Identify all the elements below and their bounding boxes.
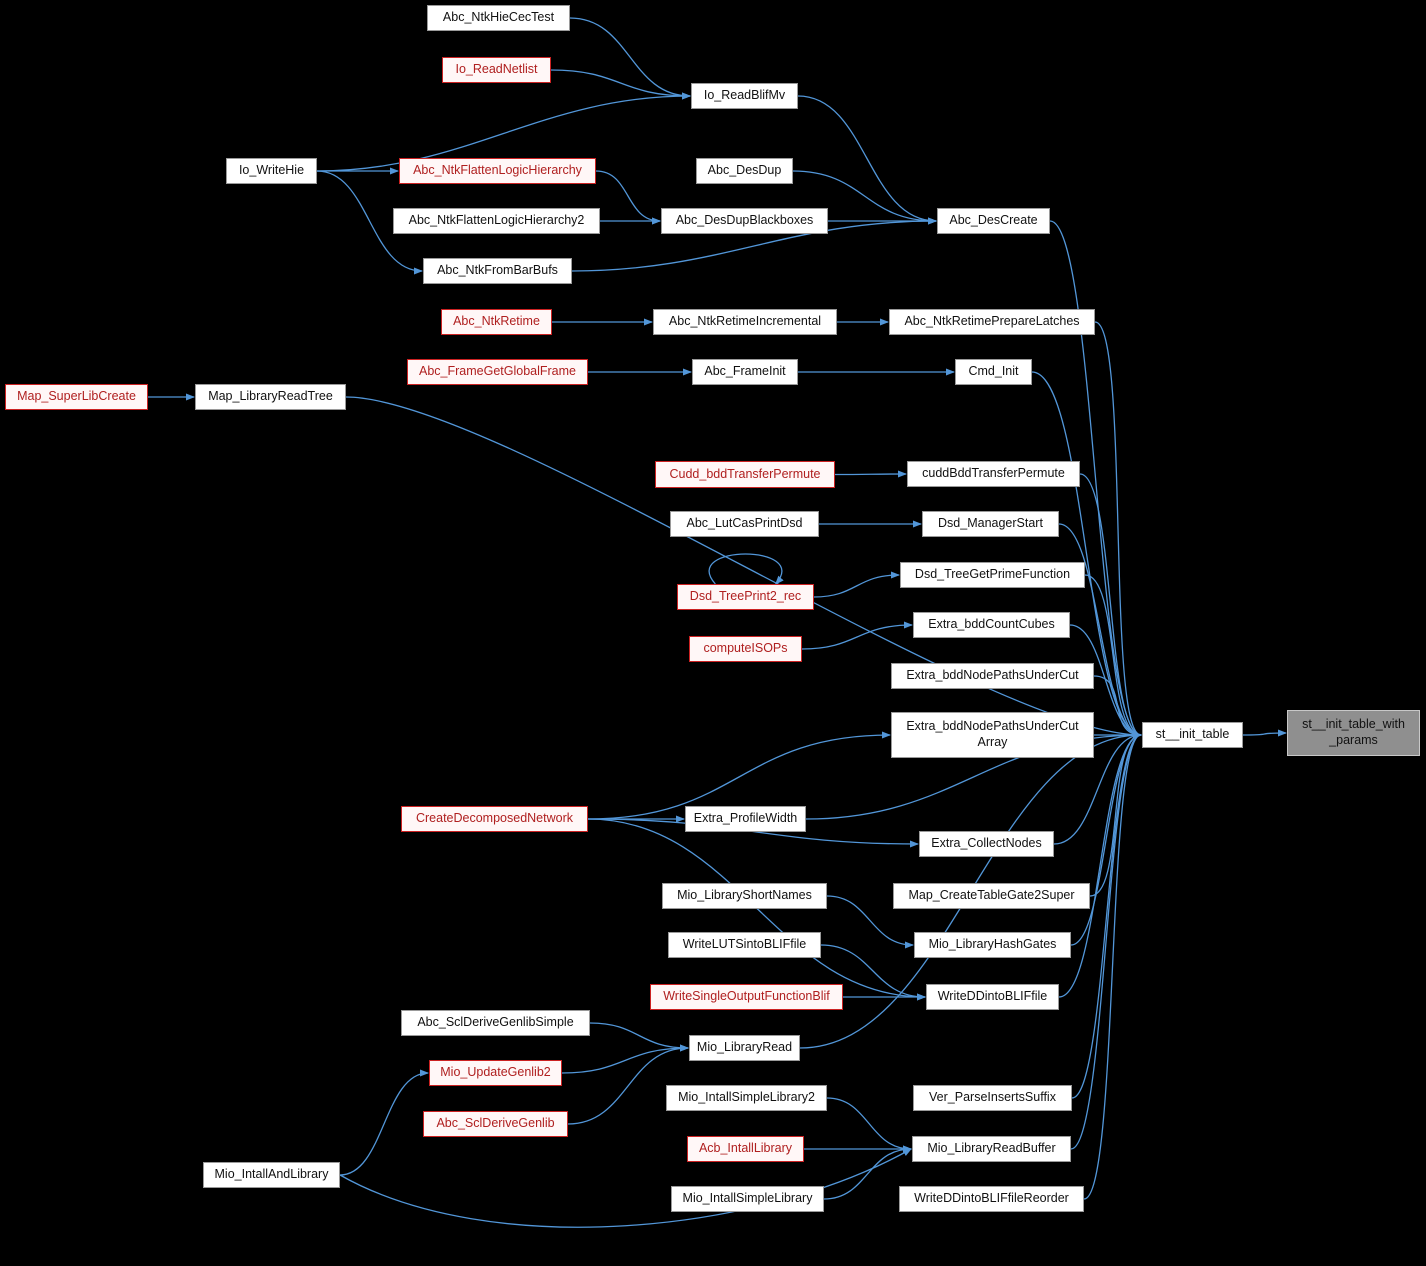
- graph-node-Extra_bddCountCubes[interactable]: Extra_bddCountCubes: [913, 612, 1070, 638]
- call-edge-Io_WriteHie-to-Io_ReadBlifMv: [316, 92, 691, 172]
- graph-node-Mio_LibraryShortNames[interactable]: Mio_LibraryShortNames: [662, 883, 827, 909]
- graph-node-cuddBddTransferPermute[interactable]: cuddBddTransferPermute: [907, 461, 1080, 487]
- call-edge-Abc_NtkRetimePrepareLatches-to-st__init_table: [1094, 321, 1142, 739]
- call-edge-Cudd_bddTransferPermute-to-cuddBddTransferPermute: [834, 470, 907, 478]
- graph-node-Mio_UpdateGenlib2[interactable]: Mio_UpdateGenlib2: [429, 1060, 562, 1086]
- graph-node-Dsd_TreePrint2_rec[interactable]: Dsd_TreePrint2_rec: [677, 584, 814, 610]
- call-edge-Dsd_TreePrint2_rec-to-Dsd_TreeGetPrimeFunction: [813, 571, 900, 598]
- call-edge-Dsd_TreeGetPrimeFunction-to-st__init_table: [1084, 574, 1142, 739]
- call-edge-Abc_NtkFlattenLogicHierarchy-to-Abc_DesDupBlackboxes: [595, 170, 661, 225]
- call-edge-computeISOPs-to-Extra_bddCountCubes: [801, 621, 913, 650]
- call-edge-cuddBddTransferPermute-to-st__init_table: [1079, 473, 1142, 739]
- graph-node-Mio_LibraryHashGates[interactable]: Mio_LibraryHashGates: [914, 932, 1071, 958]
- graph-node-Mio_IntallSimpleLibrary[interactable]: Mio_IntallSimpleLibrary: [671, 1186, 824, 1212]
- call-edge-Abc_SclDeriveGenlib-to-Mio_LibraryRead: [567, 1044, 689, 1125]
- graph-node-st__init_table[interactable]: st__init_table: [1142, 722, 1243, 748]
- call-edge-Ver_ParseInsertsSuffix-to-st__init_table: [1071, 731, 1142, 1099]
- graph-node-Abc_DesCreate[interactable]: Abc_DesCreate: [937, 208, 1050, 234]
- call-edge-Mio_IntallAndLibrary-to-Mio_LibraryReadBuffer: [339, 1148, 912, 1228]
- call-edge-WriteDDintoBLIFfileReorder-to-st__init_table: [1083, 731, 1142, 1200]
- graph-node-Abc_NtkFlattenLogicHierarchy2[interactable]: Abc_NtkFlattenLogicHierarchy2: [393, 208, 600, 234]
- graph-node-Abc_LutCasPrintDsd[interactable]: Abc_LutCasPrintDsd: [670, 511, 819, 537]
- call-edge-Mio_IntallAndLibrary-to-Mio_UpdateGenlib2: [339, 1069, 429, 1176]
- graph-node-Acb_IntallLibrary[interactable]: Acb_IntallLibrary: [687, 1136, 804, 1162]
- graph-node-Abc_NtkRetime[interactable]: Abc_NtkRetime: [441, 309, 552, 335]
- call-edge-Extra_bddCountCubes-to-st__init_table: [1069, 624, 1142, 739]
- call-edge-Map_CreateTableGate2Super-to-st__init_table: [1089, 731, 1142, 897]
- graph-node-Cudd_bddTransferPermute[interactable]: Cudd_bddTransferPermute: [655, 461, 835, 488]
- graph-node-Dsd_ManagerStart[interactable]: Dsd_ManagerStart: [922, 511, 1059, 537]
- call-edge-CreateDecomposedNetwork-to-Extra_bddNodePathsUnderCutArray: [587, 731, 891, 820]
- graph-node-Mio_LibraryRead[interactable]: Mio_LibraryRead: [689, 1035, 800, 1061]
- graph-node-WriteSingleOutputFunctionBlif[interactable]: WriteSingleOutputFunctionBlif: [650, 984, 843, 1010]
- graph-node-Abc_SclDeriveGenlib[interactable]: Abc_SclDeriveGenlib: [423, 1111, 568, 1137]
- call-edge-Mio_LibraryShortNames-to-Mio_LibraryHashGates: [826, 895, 914, 949]
- graph-node-Extra_bddNodePathsUnderCutArray[interactable]: Extra_bddNodePathsUnderCut Array: [891, 712, 1094, 758]
- call-edge-Extra_CollectNodes-to-st__init_table: [1053, 731, 1142, 845]
- graph-node-WriteDDintoBLIFfileReorder[interactable]: WriteDDintoBLIFfileReorder: [899, 1186, 1084, 1212]
- call-edge-WriteLUTSintoBLIFfile-to-WriteDDintoBLIFfile: [820, 944, 926, 1001]
- graph-node-Extra_bddNodePathsUnderCut[interactable]: Extra_bddNodePathsUnderCut: [891, 663, 1094, 689]
- call-edge-Mio_LibraryHashGates-to-st__init_table: [1070, 731, 1142, 946]
- graph-node-Abc_SclDeriveGenlibSimple[interactable]: Abc_SclDeriveGenlibSimple: [401, 1010, 590, 1036]
- graph-node-Io_WriteHie[interactable]: Io_WriteHie: [226, 158, 317, 184]
- graph-node-Io_ReadBlifMv[interactable]: Io_ReadBlifMv: [691, 83, 798, 109]
- graph-node-Extra_ProfileWidth[interactable]: Extra_ProfileWidth: [685, 806, 806, 832]
- call-edge-WriteDDintoBLIFfile-to-st__init_table: [1058, 731, 1142, 998]
- graph-node-Map_SuperLibCreate[interactable]: Map_SuperLibCreate: [5, 384, 148, 410]
- graph-node-Map_CreateTableGate2Super[interactable]: Map_CreateTableGate2Super: [893, 883, 1090, 909]
- call-edge-Extra_bddNodePathsUnderCut-to-st__init_table: [1093, 675, 1142, 739]
- graph-node-Mio_LibraryReadBuffer[interactable]: Mio_LibraryReadBuffer: [912, 1136, 1071, 1162]
- call-edge-Dsd_ManagerStart-to-st__init_table: [1058, 523, 1142, 739]
- graph-node-Abc_NtkFlattenLogicHierarchy[interactable]: Abc_NtkFlattenLogicHierarchy: [399, 158, 596, 184]
- call-edge-Io_WriteHie-to-Abc_NtkFromBarBufs: [316, 170, 423, 275]
- graph-node-Abc_NtkHieCecTest[interactable]: Abc_NtkHieCecTest: [427, 5, 570, 31]
- graph-node-Abc_FrameGetGlobalFrame[interactable]: Abc_FrameGetGlobalFrame: [407, 359, 588, 385]
- call-edge-Io_ReadNetlist-to-Io_ReadBlifMv: [550, 69, 691, 100]
- graph-node-Abc_DesDupBlackboxes[interactable]: Abc_DesDupBlackboxes: [661, 208, 828, 234]
- call-edge-Abc_SclDeriveGenlibSimple-to-Mio_LibraryRead: [589, 1022, 689, 1052]
- call-edge-Mio_IntallSimpleLibrary2-to-Mio_LibraryReadBuffer: [826, 1097, 912, 1153]
- graph-node-Io_ReadNetlist[interactable]: Io_ReadNetlist: [442, 57, 551, 83]
- graph-node-Abc_NtkRetimeIncremental[interactable]: Abc_NtkRetimeIncremental: [653, 309, 837, 335]
- graph-node-Ver_ParseInsertsSuffix[interactable]: Ver_ParseInsertsSuffix: [913, 1085, 1072, 1111]
- call-edge-Io_ReadBlifMv-to-Abc_DesCreate: [797, 95, 937, 225]
- call-edge-Cmd_Init-to-st__init_table: [1031, 371, 1142, 739]
- call-edge-Mio_IntallSimpleLibrary-to-Mio_LibraryReadBuffer: [823, 1145, 912, 1200]
- call-edge-st__init_table-to-st__init_table_with_params: [1242, 729, 1287, 737]
- graph-node-Abc_NtkFromBarBufs[interactable]: Abc_NtkFromBarBufs: [423, 258, 572, 284]
- call-edge-Mio_LibraryReadBuffer-to-st__init_table: [1070, 731, 1142, 1150]
- graph-node-Map_LibraryReadTree[interactable]: Map_LibraryReadTree: [195, 384, 346, 410]
- graph-node-CreateDecomposedNetwork[interactable]: CreateDecomposedNetwork: [401, 806, 588, 832]
- graph-node-Mio_IntallSimpleLibrary2[interactable]: Mio_IntallSimpleLibrary2: [666, 1085, 827, 1111]
- call-edge-Abc_NtkHieCecTest-to-Io_ReadBlifMv: [569, 17, 691, 100]
- call-edge-Mio_UpdateGenlib2-to-Mio_LibraryRead: [561, 1044, 689, 1074]
- graph-node-st__init_table_with_params: st__init_table_with _params: [1287, 710, 1420, 756]
- graph-node-Abc_NtkRetimePrepareLatches[interactable]: Abc_NtkRetimePrepareLatches: [889, 309, 1095, 335]
- graph-node-Abc_DesDup[interactable]: Abc_DesDup: [696, 158, 793, 184]
- graph-node-Mio_IntallAndLibrary[interactable]: Mio_IntallAndLibrary: [203, 1162, 340, 1188]
- graph-node-Extra_CollectNodes[interactable]: Extra_CollectNodes: [919, 831, 1054, 857]
- graph-node-WriteDDintoBLIFfile[interactable]: WriteDDintoBLIFfile: [926, 984, 1059, 1010]
- graph-node-Cmd_Init[interactable]: Cmd_Init: [955, 359, 1032, 385]
- graph-node-Abc_FrameInit[interactable]: Abc_FrameInit: [692, 359, 798, 385]
- call-edge-Abc_NtkFromBarBufs-to-Abc_DesCreate: [571, 217, 937, 272]
- graph-node-Dsd_TreeGetPrimeFunction[interactable]: Dsd_TreeGetPrimeFunction: [900, 562, 1085, 588]
- graph-node-computeISOPs[interactable]: computeISOPs: [689, 636, 802, 662]
- call-edge-Dsd_TreePrint2_rec-to-Dsd_TreePrint2_rec: [708, 553, 784, 585]
- graph-node-WriteLUTSintoBLIFfile[interactable]: WriteLUTSintoBLIFfile: [668, 932, 821, 958]
- call-edge-Abc_DesDup-to-Abc_DesCreate: [792, 170, 937, 225]
